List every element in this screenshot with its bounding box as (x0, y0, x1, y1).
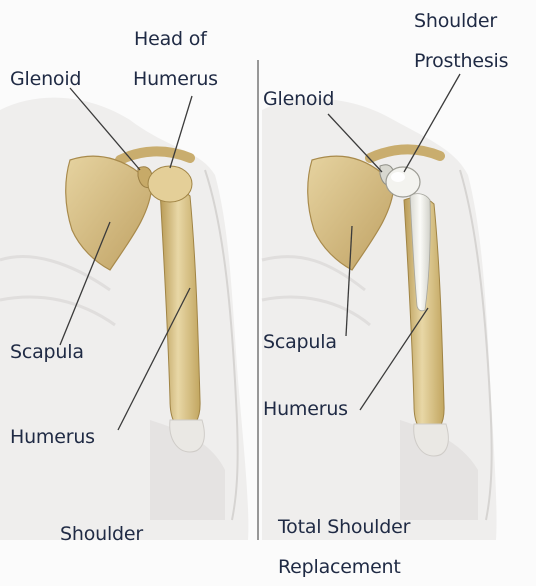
right-caption-line1: Total Shoulder (278, 518, 410, 537)
right-label-prosthesis: Prosthesis (414, 52, 508, 71)
right-label-glenoid: Glenoid (263, 90, 334, 109)
left-label-humerus-bottom: Humerus (10, 428, 95, 447)
right-label-shoulder: Shoulder (414, 12, 497, 31)
right-label-scapula: Scapula (263, 333, 337, 352)
left-label-scapula: Scapula (10, 343, 84, 362)
right-caption-line2: Replacement (278, 558, 401, 577)
left-humeral-head (148, 166, 192, 202)
right-label-humerus: Humerus (263, 400, 348, 419)
right-prosthesis-head-highlight (391, 172, 405, 182)
left-caption: Shoulder (60, 525, 143, 544)
right-shoulder-figure (262, 74, 497, 540)
left-label-glenoid: Glenoid (10, 70, 81, 89)
left-label-humerus-top: Humerus (133, 70, 218, 89)
right-prosthesis-head (386, 167, 420, 197)
left-shoulder-figure (0, 88, 248, 540)
left-label-head-of: Head of (134, 30, 207, 49)
